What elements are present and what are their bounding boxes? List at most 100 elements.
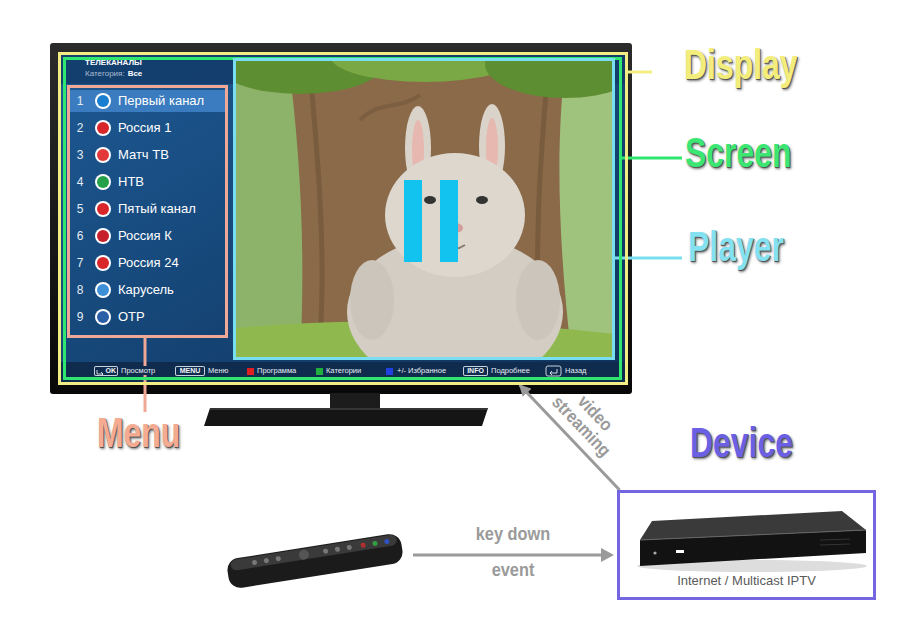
tv-screen xyxy=(58,52,628,385)
remote-control xyxy=(346,545,352,551)
arrow-label: event xyxy=(492,559,535,582)
channel-name: Первый канал xyxy=(118,93,204,109)
key-arrow xyxy=(413,554,603,557)
tv-screen xyxy=(70,90,225,112)
category-label: Категория: xyxy=(85,69,125,79)
channel-logo xyxy=(95,120,111,136)
key-label: OK xyxy=(94,366,118,376)
leader-line xyxy=(622,157,682,160)
tv-set xyxy=(204,408,488,426)
channel-number: 5 xyxy=(74,201,86,217)
tv-screen xyxy=(58,52,628,385)
part-label: Device xyxy=(690,418,793,468)
channel-number: 4 xyxy=(74,174,86,190)
leader-line xyxy=(615,257,682,260)
key-arrow xyxy=(601,548,614,562)
screen-title: ТЕЛЕКАНАЛЫ xyxy=(85,58,142,68)
part-label: Player xyxy=(688,222,784,272)
bar-icon xyxy=(316,368,323,375)
leader-line xyxy=(628,71,652,74)
channel-name: Россия 24 xyxy=(118,255,179,271)
set-top-box xyxy=(676,550,684,553)
remote-control xyxy=(298,549,309,560)
remote-control xyxy=(335,546,341,552)
remote-control xyxy=(372,541,378,547)
channel-logo xyxy=(95,93,111,109)
bar-icon xyxy=(247,368,254,375)
tv-set xyxy=(210,409,488,410)
channel-number: 7 xyxy=(74,255,86,271)
video-frame xyxy=(476,196,488,204)
channel-name: Россия 1 xyxy=(118,120,171,136)
video-frame xyxy=(560,58,615,360)
key-cap: INFO xyxy=(463,366,488,376)
remote-control xyxy=(226,532,405,589)
bar-hint: Категории xyxy=(326,366,361,375)
bar-hint: +/- Избранное xyxy=(397,366,446,375)
key-cap: MENU xyxy=(175,366,205,376)
channel-name: Россия К xyxy=(118,228,172,244)
display-frame: DisplayScreenMenu1Первый канал2Россия 13… xyxy=(58,52,628,385)
channel-logo xyxy=(95,255,111,271)
bar-icon xyxy=(386,368,393,375)
bar-hint: Меню xyxy=(208,366,228,375)
video-frame xyxy=(485,58,615,98)
bar-icon xyxy=(97,366,561,376)
channel-logo xyxy=(95,147,111,163)
tv-set xyxy=(330,393,380,409)
channel-logo xyxy=(95,174,111,190)
remote-control xyxy=(230,534,398,571)
channel-name: Матч ТВ xyxy=(118,147,169,163)
channel-logo xyxy=(97,122,109,134)
arrow-label: key down xyxy=(476,523,550,546)
remote-control xyxy=(226,532,405,589)
set-top-box xyxy=(820,539,850,540)
channel-logo xyxy=(97,176,109,188)
device-caption: Internet / Multicast IPTV xyxy=(617,573,876,589)
tv-set xyxy=(50,43,632,426)
player-frame: Player xyxy=(233,58,615,360)
channel-logo xyxy=(97,257,109,269)
screen-frame: ScreenMenu1Первый канал2Россия 13Матч ТВ… xyxy=(63,57,622,380)
remote-control xyxy=(263,558,269,564)
remote-control xyxy=(323,548,329,554)
channel-number: 9 xyxy=(74,309,86,325)
set-top-box xyxy=(637,511,867,572)
key-label: INFO xyxy=(463,366,488,376)
part-label: Menu xyxy=(97,408,180,458)
channel-number: 2 xyxy=(74,120,86,136)
leader-line xyxy=(145,72,682,412)
bar-hint: Подробнее xyxy=(491,366,530,375)
bar-hint: Просмотр xyxy=(121,366,155,375)
bar-icon xyxy=(546,366,561,376)
set-top-box xyxy=(820,544,850,545)
bar-hint: Назад xyxy=(565,366,587,375)
set-top-box xyxy=(653,551,656,554)
key-label: MENU xyxy=(175,366,205,376)
channel-logo xyxy=(97,230,109,242)
bar-hint: Программа xyxy=(257,366,296,375)
menu-frame: Menu1Первый канал2Россия 13Матч ТВ4НТВ5П… xyxy=(67,85,228,338)
video-frame xyxy=(516,260,560,340)
channel-logo xyxy=(97,203,109,215)
remote-control xyxy=(252,560,258,566)
channel-logo xyxy=(95,282,111,298)
channel-name: Пятый канал xyxy=(118,201,196,217)
remote-control xyxy=(384,539,390,545)
device-box: DeviceInternet / Multicast IPTV xyxy=(617,490,876,600)
video-frame xyxy=(404,180,422,262)
channel-number: 1 xyxy=(74,93,86,109)
video-frame xyxy=(233,58,615,360)
set-top-box xyxy=(640,530,866,566)
part-label: Screen xyxy=(685,128,791,178)
bar-icon xyxy=(97,370,103,376)
video-frame xyxy=(385,153,525,277)
channel-number: 6 xyxy=(74,228,86,244)
key-cap: OK xyxy=(94,366,118,376)
remote-control xyxy=(275,556,281,562)
remote-control xyxy=(360,542,366,548)
channel-logo xyxy=(95,309,111,325)
video-frame xyxy=(440,180,458,262)
channel-name: НТВ xyxy=(118,174,144,190)
